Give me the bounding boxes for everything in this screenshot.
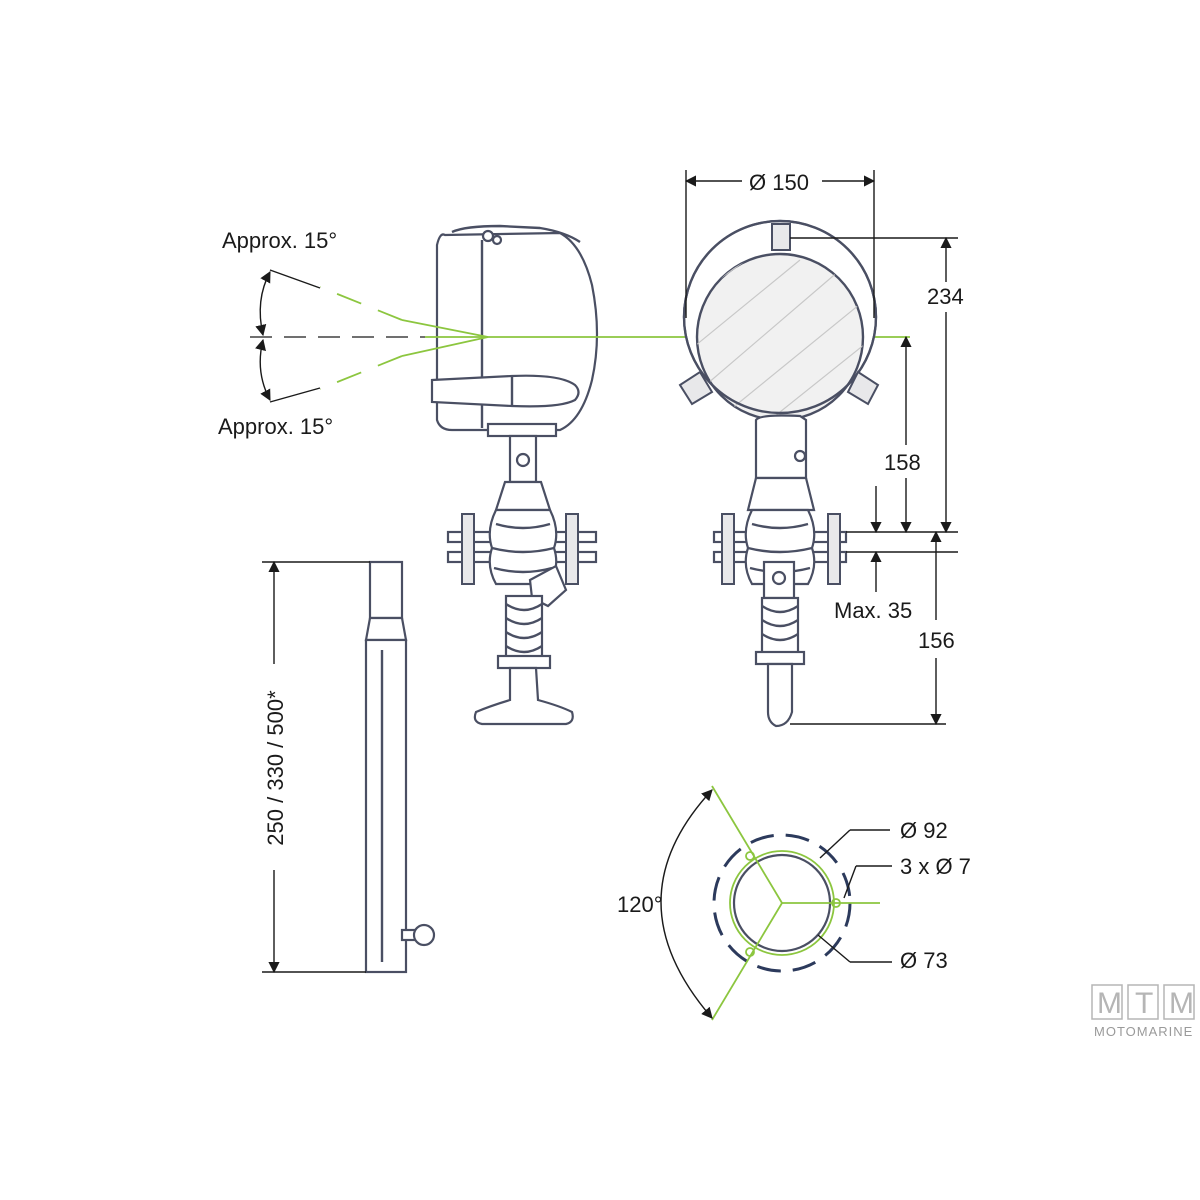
extension-length-label: 250 / 330 / 500* [263, 690, 288, 846]
holes-label: 3 x Ø 7 [900, 854, 971, 879]
side-handle [430, 374, 580, 408]
logo-letter-2: T [1135, 987, 1153, 1020]
logo-name: MOTOMARINE [1094, 1024, 1193, 1039]
lamp-diameter-label: Ø 150 [749, 170, 809, 195]
cutout-label: Ø 73 [900, 948, 948, 973]
lens-glass [695, 252, 865, 422]
beam-angle-top-label: Approx. 15° [222, 228, 337, 253]
beam-angle-bottom-label: Approx. 15° [218, 414, 333, 439]
side-t-handle [473, 666, 574, 726]
center-to-base-label: 158 [884, 450, 921, 475]
side-view [430, 224, 599, 726]
extension-tube [262, 560, 436, 974]
front-dimensions [684, 170, 958, 726]
logo-letter-1: M [1097, 987, 1122, 1020]
max-thickness-label: Max. 35 [834, 598, 912, 623]
angle-label: 120° [617, 892, 663, 917]
mounting-pattern [660, 785, 892, 1021]
front-view [678, 219, 880, 728]
logo-letter-3: M [1169, 987, 1194, 1020]
below-deck-label: 156 [918, 628, 955, 653]
bolt-circle-label: Ø 92 [900, 818, 948, 843]
total-height-label: 234 [927, 284, 964, 309]
motomarine-logo: M T M MOTOMARINE [1091, 984, 1195, 1039]
